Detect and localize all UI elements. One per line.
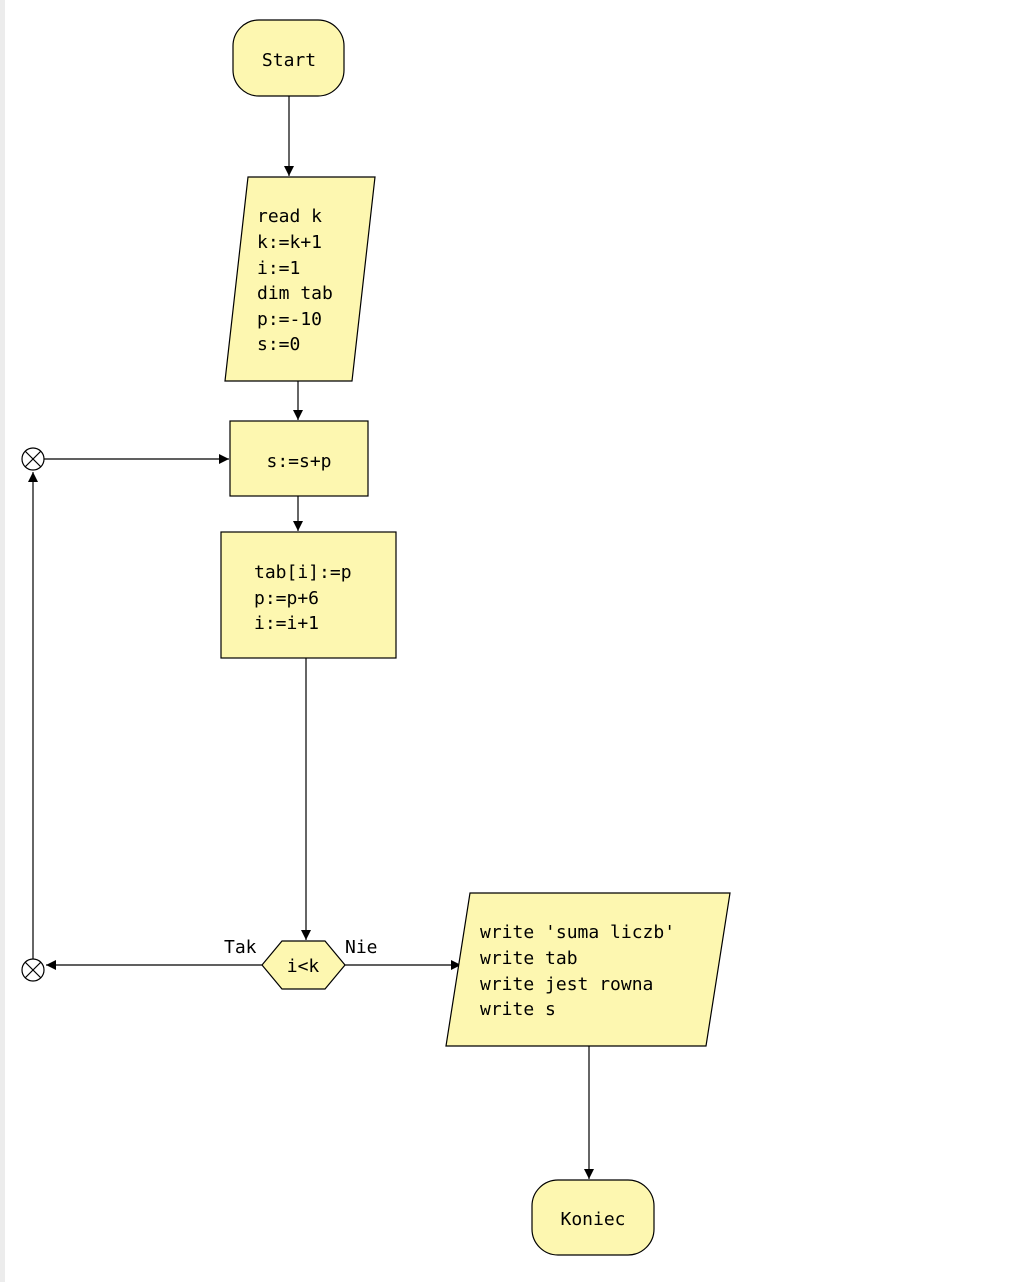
output-line: write tab — [480, 948, 578, 969]
loop-connector-bottom — [21, 958, 45, 982]
end-terminal[interactable]: Koniec — [531, 1179, 655, 1256]
input-line: dim tab — [257, 283, 333, 304]
update-line: i:=i+1 — [254, 613, 319, 634]
sum-process-block[interactable]: s:=s+p — [229, 420, 369, 497]
start-label: Start — [262, 50, 316, 71]
decision-no-label: Nie — [345, 937, 378, 958]
output-line: write s — [480, 999, 556, 1020]
input-line: s:=0 — [257, 334, 300, 355]
input-line: read k — [257, 206, 322, 227]
input-line: k:=k+1 — [257, 232, 322, 253]
sum-label: s:=s+p — [266, 451, 331, 472]
left-border-strip — [0, 0, 5, 1282]
decision-block[interactable]: i<k — [261, 940, 346, 990]
start-terminal[interactable]: Start — [232, 19, 345, 97]
update-process-block[interactable]: tab[i]:=p p:=p+6 i:=i+1 — [220, 531, 397, 659]
input-line: i:=1 — [257, 258, 300, 279]
loop-connector-top — [21, 447, 45, 471]
input-line: p:=-10 — [257, 309, 322, 330]
decision-yes-label: Tak — [224, 937, 257, 958]
update-line: tab[i]:=p — [254, 562, 352, 583]
input-block[interactable]: read k k:=k+1 i:=1 dim tab p:=-10 s:=0 — [224, 176, 376, 382]
output-line: write jest rowna — [480, 974, 653, 995]
update-line: p:=p+6 — [254, 588, 319, 609]
end-label: Koniec — [560, 1209, 625, 1230]
decision-label: i<k — [287, 956, 320, 977]
output-block[interactable]: write 'suma liczb' write tab write jest … — [445, 892, 731, 1047]
output-line: write 'suma liczb' — [480, 922, 675, 943]
